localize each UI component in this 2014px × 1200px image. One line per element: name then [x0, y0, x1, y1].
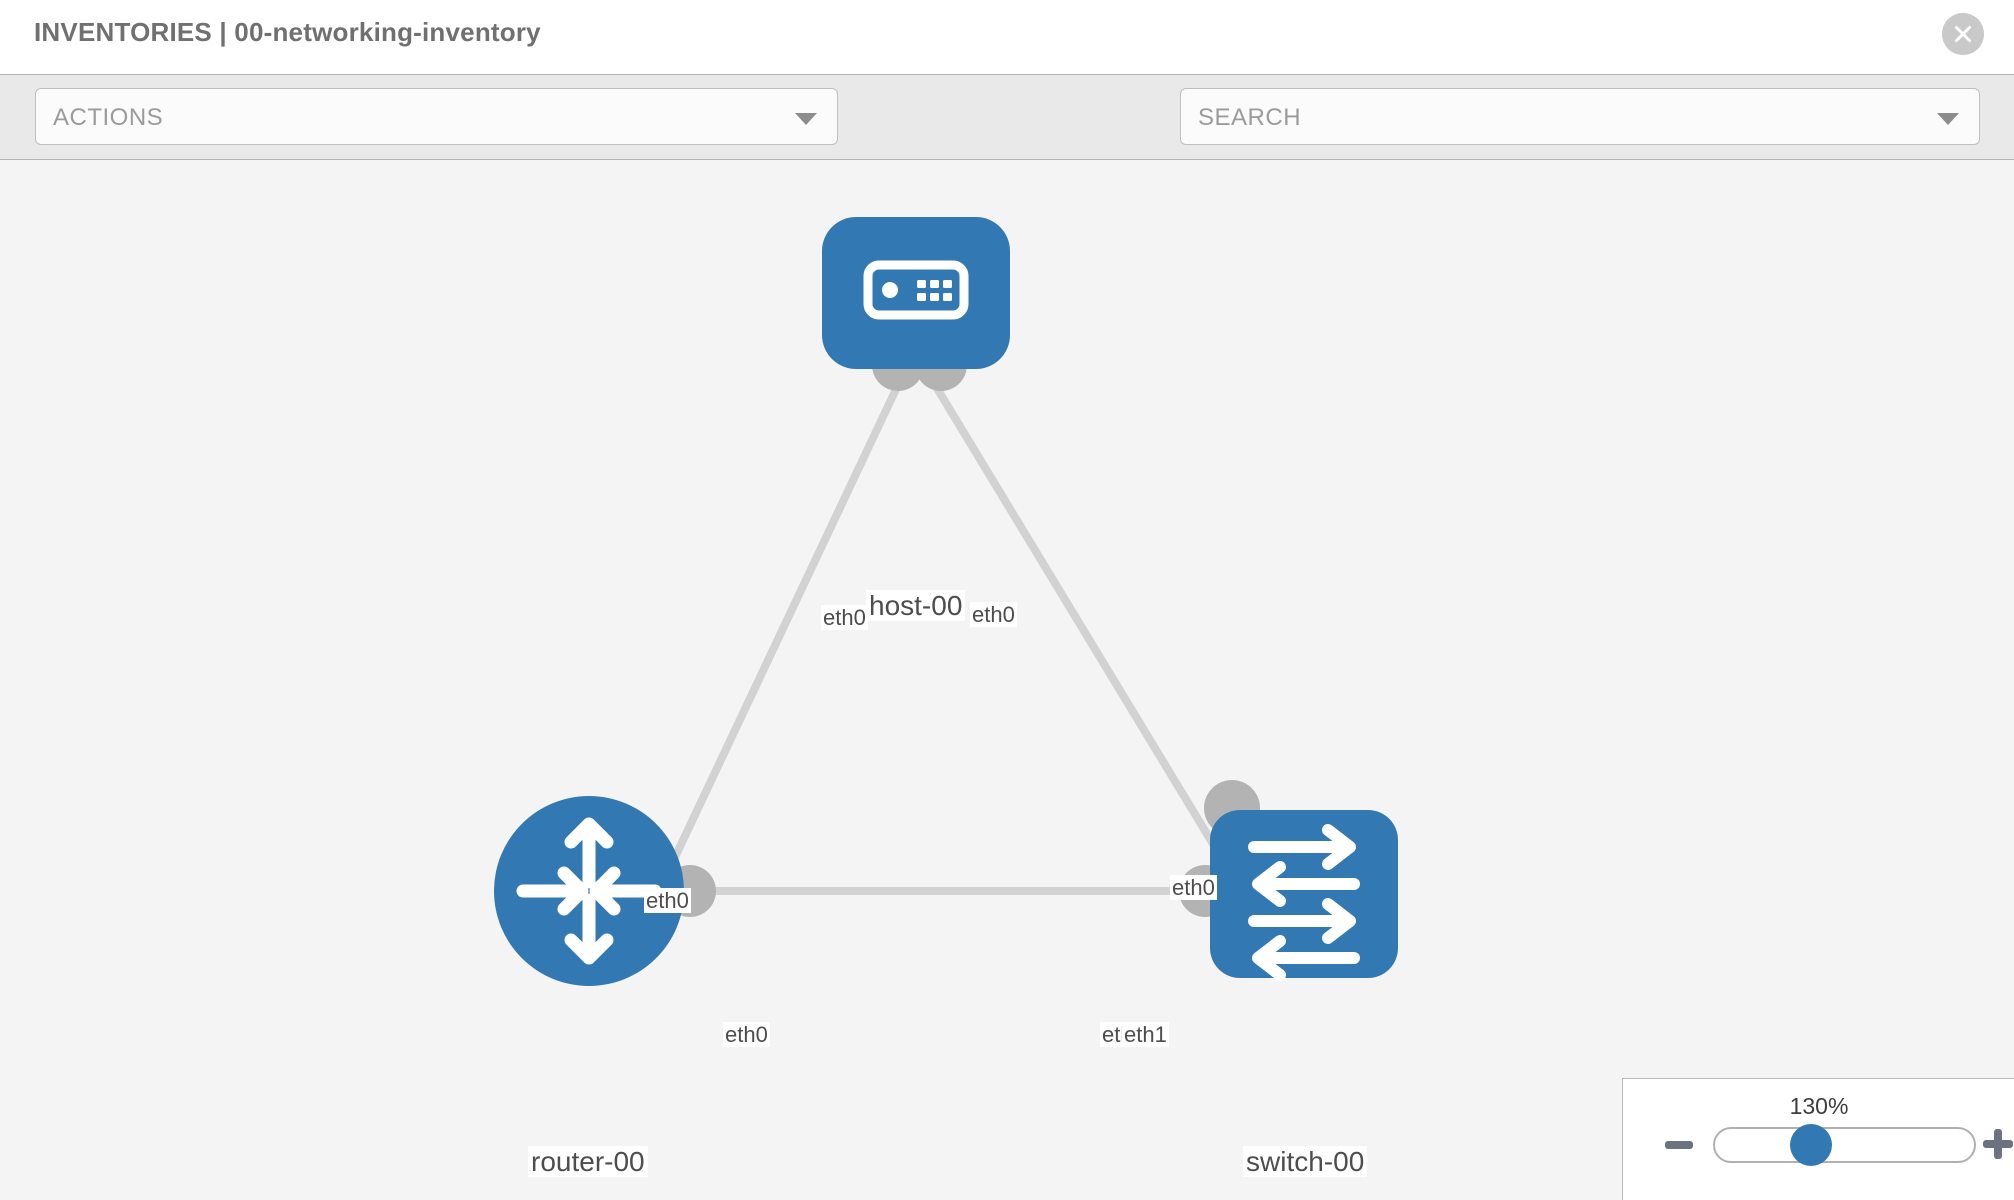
- topology-graph: [494, 217, 1398, 986]
- actions-dropdown-label: ACTIONS: [53, 104, 164, 131]
- edge-label-switch-host-iface: eth0: [1170, 875, 1217, 901]
- edge-host-router: [664, 383, 902, 874]
- actions-dropdown[interactable]: ACTIONS: [35, 88, 838, 145]
- node-label-router-00: router-00: [528, 1146, 648, 1178]
- edge-label-host-router-iface: eth0: [821, 605, 868, 631]
- search-input[interactable]: SEARCH: [1180, 88, 1980, 145]
- edge-host-switch: [931, 382, 1234, 875]
- edge-label-router-host-iface: eth0: [644, 888, 691, 914]
- page-title: INVENTORIES | 00-networking-inventory: [34, 17, 541, 47]
- page-header: INVENTORIES | 00-networking-inventory: [0, 0, 2014, 74]
- search-placeholder: SEARCH: [1198, 104, 1302, 131]
- edge-label-router-switch-iface: eth0: [723, 1022, 770, 1048]
- edge-label-switch-router-iface-b: eth1: [1122, 1022, 1169, 1048]
- zoom-in-button[interactable]: [1983, 1129, 2013, 1159]
- chevron-down-icon: [795, 113, 817, 125]
- zoom-out-button[interactable]: [1665, 1141, 1693, 1149]
- zoom-slider-track[interactable]: [1713, 1127, 1976, 1163]
- switch-arrows-icon: [1248, 824, 1360, 981]
- chevron-down-icon[interactable]: [1937, 113, 1959, 125]
- zoom-slider-thumb[interactable]: [1790, 1124, 1832, 1166]
- zoom-control-panel: 130%: [1622, 1078, 2014, 1200]
- zoom-level-label: 130%: [1789, 1093, 1849, 1119]
- node-label-host-00: host-00: [866, 590, 966, 622]
- node-switch-00: [1210, 810, 1398, 981]
- close-icon[interactable]: [1942, 13, 1984, 55]
- toolbar: ACTIONS SEARCH: [0, 74, 2014, 210]
- server-icon: [863, 260, 969, 320]
- edge-label-host-switch-iface: eth0: [970, 602, 1017, 628]
- node-host-00: [822, 217, 1010, 369]
- node-label-switch-00: switch-00: [1243, 1146, 1368, 1178]
- topology-canvas[interactable]: eth0 eth0 eth0 eth0 eth0 eth0 eth1 host-…: [0, 160, 2014, 1200]
